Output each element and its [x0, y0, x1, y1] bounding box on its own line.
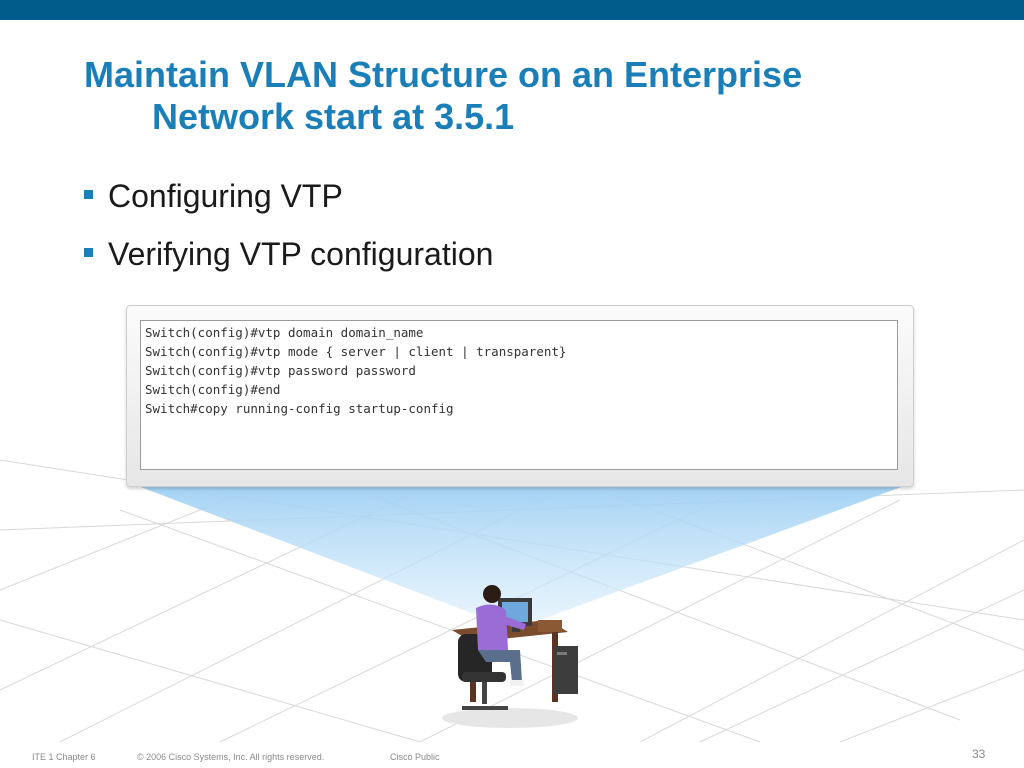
bullet-text: Verifying VTP configuration: [108, 236, 494, 272]
illustration-scene: [0, 290, 1024, 742]
footer-copyright: © 2006 Cisco Systems, Inc. All rights re…: [137, 752, 325, 762]
footer-classification: Cisco Public: [390, 752, 440, 762]
workstation-person-illustration: [442, 585, 578, 728]
bullet-item: Verifying VTP configuration: [84, 232, 493, 276]
footer-chapter: ITE 1 Chapter 6: [32, 752, 96, 762]
console-line: Switch(config)#vtp domain domain_name: [145, 325, 424, 340]
console-output: Switch(config)#vtp domain domain_name Sw…: [140, 320, 898, 470]
bullet-square-icon: [84, 248, 93, 257]
light-beam: [138, 486, 904, 620]
top-bar: [0, 0, 1024, 20]
console-line: Switch(config)#vtp mode { server | clien…: [145, 344, 567, 359]
floor-grid-illustration: [0, 459, 1024, 742]
console-line: Switch(config)#end: [145, 382, 281, 397]
console-line: Switch#copy running-config startup-confi…: [145, 401, 454, 416]
bullet-square-icon: [84, 190, 93, 199]
floor-grid: [0, 459, 1024, 742]
bullet-list: Configuring VTP Verifying VTP configurat…: [84, 174, 493, 290]
console-line: Switch(config)#vtp password password: [145, 363, 416, 378]
bullet-text: Configuring VTP: [108, 178, 343, 214]
slide-title-line1: Maintain VLAN Structure on an Enterprise: [84, 54, 803, 95]
slide-title-line2: Network start at 3.5.1: [152, 96, 515, 137]
bullet-item: Configuring VTP: [84, 174, 493, 218]
page-number: 33: [972, 747, 986, 761]
slide-title: Maintain VLAN Structure on an Enterprise…: [84, 54, 964, 138]
